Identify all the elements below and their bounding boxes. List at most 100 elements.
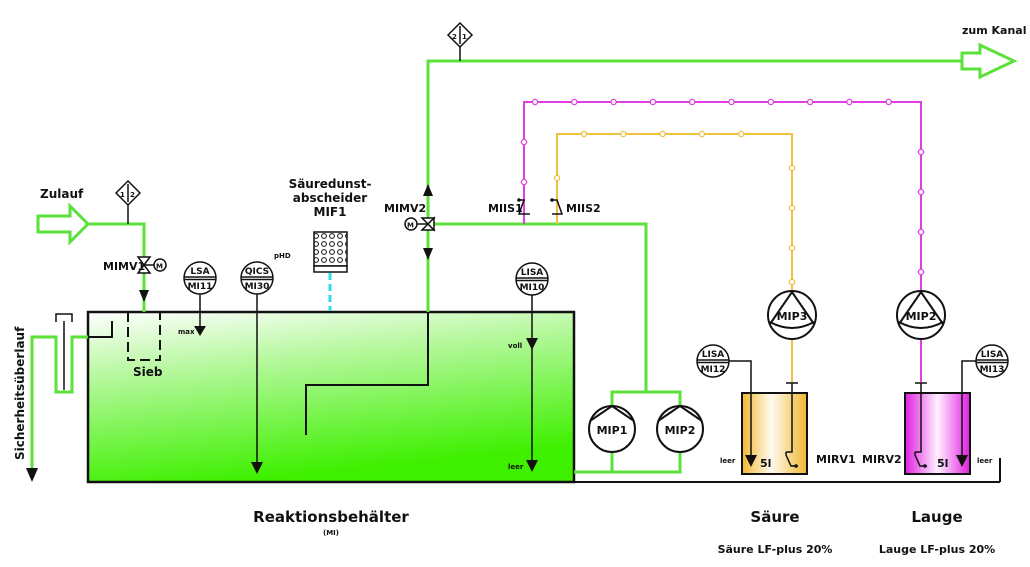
circulation-pumps: MIP1 MIP2 (574, 390, 1001, 483)
line-marker (659, 130, 666, 138)
flow-arrow-icon (423, 184, 433, 196)
line-marker (728, 98, 735, 106)
line-marker (806, 98, 814, 106)
pump-mip2[interactable]: MIP2 (656, 404, 704, 453)
instrument-lisa-mi12[interactable]: LISA MI12 (696, 344, 752, 457)
pump-mip2-base[interactable]: MIP2 (896, 290, 946, 340)
svg-text:QICS: QICS (245, 267, 269, 277)
line-marker (767, 98, 775, 106)
discharge-line: zum Kanal 2 1 (423, 21, 1027, 312)
pump-mip1[interactable]: MIP1 (588, 404, 636, 453)
svg-text:2: 2 (130, 191, 135, 199)
line-marker (649, 98, 657, 106)
line-marker (580, 130, 588, 138)
svg-text:max: max (178, 328, 195, 336)
flow-arrow-icon (423, 248, 433, 260)
flow-arrow-icon (139, 290, 149, 302)
motor-icon (404, 217, 418, 231)
svg-text:leer: leer (720, 457, 736, 465)
outlet-label: zum Kanal (962, 24, 1027, 37)
line-marker (520, 178, 528, 186)
svg-text:Säuredunst-: Säuredunst- (289, 177, 372, 191)
svg-text:LISA: LISA (521, 268, 544, 278)
line-marker (571, 98, 578, 106)
line-marker (531, 98, 539, 106)
interlock-diamond-outlet: 2 1 (446, 21, 474, 49)
instrument-lsa-mi11[interactable]: max LSA MI11 (178, 261, 217, 336)
svg-text:voll: voll (508, 342, 522, 350)
ph-note: pHD (274, 252, 291, 260)
check-valve-miis1[interactable]: MIIS1 (488, 198, 530, 215)
interlock-diamond-inlet: 1 2 (114, 179, 142, 207)
line-marker (917, 188, 925, 196)
acid-tank: 5l leer MIRV1 (720, 382, 856, 475)
svg-text:MI10: MI10 (520, 283, 545, 293)
acid-title: Säure (750, 508, 799, 526)
line-marker (917, 268, 925, 276)
line-marker (917, 148, 925, 156)
svg-text:abscheider: abscheider (293, 191, 367, 205)
tank-title: Reaktionsbehälter (253, 508, 409, 526)
svg-text:1: 1 (120, 191, 125, 199)
svg-text:LISA: LISA (981, 350, 1004, 360)
pump-mip3[interactable]: MIP3 (767, 290, 817, 340)
inlet-valve-label: MIMV1 (103, 260, 145, 273)
sieve-label: Sieb (133, 365, 163, 379)
inlet-arrow-icon (36, 202, 91, 246)
svg-text:MI30: MI30 (245, 282, 270, 292)
svg-text:1: 1 (462, 33, 467, 41)
line-marker (698, 130, 706, 138)
base-suction-label: MIRV2 (862, 453, 902, 466)
line-marker (520, 138, 528, 146)
three-way-valve[interactable]: M MIMV2 (384, 202, 648, 392)
line-marker (610, 98, 617, 106)
svg-text:MIP2: MIP2 (665, 424, 696, 437)
svg-text:MIP2: MIP2 (906, 310, 937, 323)
svg-text:MIP1: MIP1 (597, 424, 628, 437)
svg-text:leer: leer (508, 463, 524, 471)
svg-text:M: M (156, 263, 163, 271)
line-markers (553, 130, 796, 286)
acid-description: Säure LF-plus 20% (718, 543, 833, 556)
acid-fume-scrubber: Säuredunst- abscheider MIF1 (289, 177, 372, 311)
svg-text:MIIS1: MIIS1 (488, 202, 523, 215)
base-dosing-line (520, 98, 925, 382)
inlet-valve[interactable]: M MIMV1 (103, 256, 167, 274)
svg-text:MIF1: MIF1 (314, 205, 347, 219)
overflow-arrow-icon (26, 468, 38, 482)
overflow-label: Sicherheitsüberlauf (13, 326, 27, 460)
line-marker (737, 130, 745, 138)
instrument-qics-mi30[interactable]: QICS MI30 pHD (240, 252, 291, 474)
svg-text:MIIS2: MIIS2 (566, 202, 601, 215)
instrument-lisa-mi10[interactable]: voll leer LISA MI10 (508, 262, 549, 472)
base-title: Lauge (911, 508, 962, 526)
line-marker (788, 244, 796, 252)
svg-text:LSA: LSA (190, 267, 209, 277)
tank-subtitle: (MI) (323, 529, 339, 537)
line-marker (553, 174, 561, 182)
svg-text:leer: leer (977, 457, 993, 465)
svg-text:2: 2 (452, 33, 457, 41)
line-marker (620, 130, 627, 138)
svg-text:LISA: LISA (702, 350, 725, 360)
line-marker (885, 98, 892, 106)
three-way-valve-label: MIMV2 (384, 202, 426, 215)
instrument-lisa-mi13[interactable]: LISA MI13 (961, 344, 1009, 457)
line-markers (520, 98, 925, 276)
motor-icon (153, 258, 167, 272)
outlet-arrow-icon (960, 42, 1018, 80)
inlet-label: Zulauf (40, 187, 84, 201)
safety-overflow: Sicherheitsüberlauf (13, 313, 88, 482)
svg-text:5l: 5l (760, 457, 771, 470)
base-description: Lauge LF-plus 20% (879, 543, 995, 556)
svg-text:MIP3: MIP3 (777, 310, 808, 323)
reaction-tank (86, 310, 576, 484)
base-tank: 5l leer MIRV2 (862, 382, 993, 475)
svg-text:MI12: MI12 (701, 365, 726, 375)
line-marker (688, 98, 696, 106)
svg-text:M: M (407, 222, 414, 230)
line-marker (788, 204, 796, 212)
check-valve-miis2[interactable]: MIIS2 (550, 198, 601, 215)
svg-text:5l: 5l (937, 457, 948, 470)
